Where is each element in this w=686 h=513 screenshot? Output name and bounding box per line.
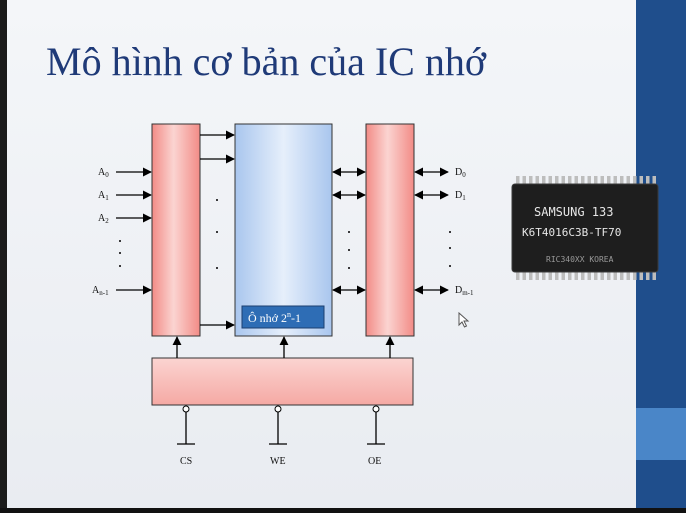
chip-pin <box>633 176 637 184</box>
chip-pin <box>639 176 643 184</box>
chip-pins-top <box>516 176 656 184</box>
chip-body <box>511 183 659 273</box>
chip-text-line3: RIC340XX KOREA <box>546 255 614 264</box>
chip-pin <box>542 176 546 184</box>
data-label-0: D0 <box>455 167 466 179</box>
samsung-chip-image: SAMSUNG 133 K6T4016C3B-TF70 RIC340XX KOR… <box>511 176 659 280</box>
chip-pin <box>613 272 617 280</box>
address-decoder-block <box>151 123 201 337</box>
chip-pin <box>574 176 578 184</box>
memory-cell-label-sup: n <box>287 310 291 319</box>
chip-pin <box>652 272 656 280</box>
address-label-n1: An-1 <box>92 285 109 297</box>
chip-pin <box>522 176 526 184</box>
data-buffer-block <box>365 123 415 337</box>
array-buffer-ellipsis <box>348 231 350 269</box>
chip-pin <box>652 176 656 184</box>
chip-pin <box>646 176 650 184</box>
chip-pin <box>535 272 539 280</box>
chip-pin <box>600 272 604 280</box>
chip-pin <box>620 176 624 184</box>
mouse-cursor-icon <box>458 312 470 328</box>
chip-pin <box>639 272 643 280</box>
chip-pin <box>516 176 520 184</box>
address-ellipsis <box>119 240 121 267</box>
chip-text-line1: SAMSUNG 133 <box>534 205 613 219</box>
data-label-1: D1 <box>455 190 466 202</box>
control-label-oe: OE <box>368 456 381 467</box>
chip-pin <box>535 176 539 184</box>
control-logic-block <box>151 357 414 406</box>
chip-pin <box>516 272 520 280</box>
chip-pin <box>633 272 637 280</box>
chip-pin <box>646 272 650 280</box>
address-label-1: A1 <box>98 190 109 202</box>
chip-pin <box>548 176 552 184</box>
chip-pin <box>594 176 598 184</box>
control-label-we: WE <box>270 456 286 467</box>
chip-pin <box>587 176 591 184</box>
chip-pins-bottom <box>516 272 656 280</box>
chip-pin <box>542 272 546 280</box>
chip-pin <box>587 272 591 280</box>
data-label-m1: Dm-1 <box>455 285 474 297</box>
chip-pin <box>561 272 565 280</box>
chip-pin <box>626 176 630 184</box>
memory-ic-diagram: Ô nhớ 2n-1 A0 A1 A2 An-1 <box>92 123 474 467</box>
chip-pin <box>600 176 604 184</box>
chip-pin <box>568 272 572 280</box>
memory-cell-label-box <box>241 305 325 329</box>
chip-pin <box>555 176 559 184</box>
chip-pin <box>548 272 552 280</box>
chip-pin <box>568 176 572 184</box>
decoder-ellipsis <box>216 199 218 269</box>
address-label-0: A0 <box>98 167 109 179</box>
chip-pin <box>626 272 630 280</box>
chip-pin <box>607 272 611 280</box>
chip-pin <box>581 176 585 184</box>
control-pin-we <box>269 405 287 445</box>
chip-pin <box>522 272 526 280</box>
sidebar-accent <box>636 408 686 460</box>
chip-pin <box>607 176 611 184</box>
chip-pin <box>594 272 598 280</box>
chip-pin <box>561 176 565 184</box>
control-pin-oe <box>367 405 385 445</box>
chip-pin <box>613 176 617 184</box>
chip-pin <box>581 272 585 280</box>
slide-title: Mô hình cơ bản của IC nhớ <box>46 39 486 84</box>
memory-cell-label: Ô nhớ 2n-1 <box>248 310 301 325</box>
control-label-cs: CS <box>180 456 192 467</box>
chip-pin <box>529 176 533 184</box>
memory-cell-label-tail: -1 <box>291 311 301 325</box>
chip-pin <box>555 272 559 280</box>
memory-array-block <box>234 123 333 337</box>
memory-cell-label-base: Ô nhớ 2 <box>248 311 287 325</box>
address-label-2: A2 <box>98 213 109 225</box>
control-pin-cs <box>177 405 195 445</box>
bottom-strip <box>0 508 686 513</box>
chip-pin <box>620 272 624 280</box>
chip-text-line2: K6T4016C3B-TF70 <box>522 226 621 239</box>
data-ellipsis <box>449 231 451 267</box>
chip-pin <box>574 272 578 280</box>
chip-pin <box>529 272 533 280</box>
